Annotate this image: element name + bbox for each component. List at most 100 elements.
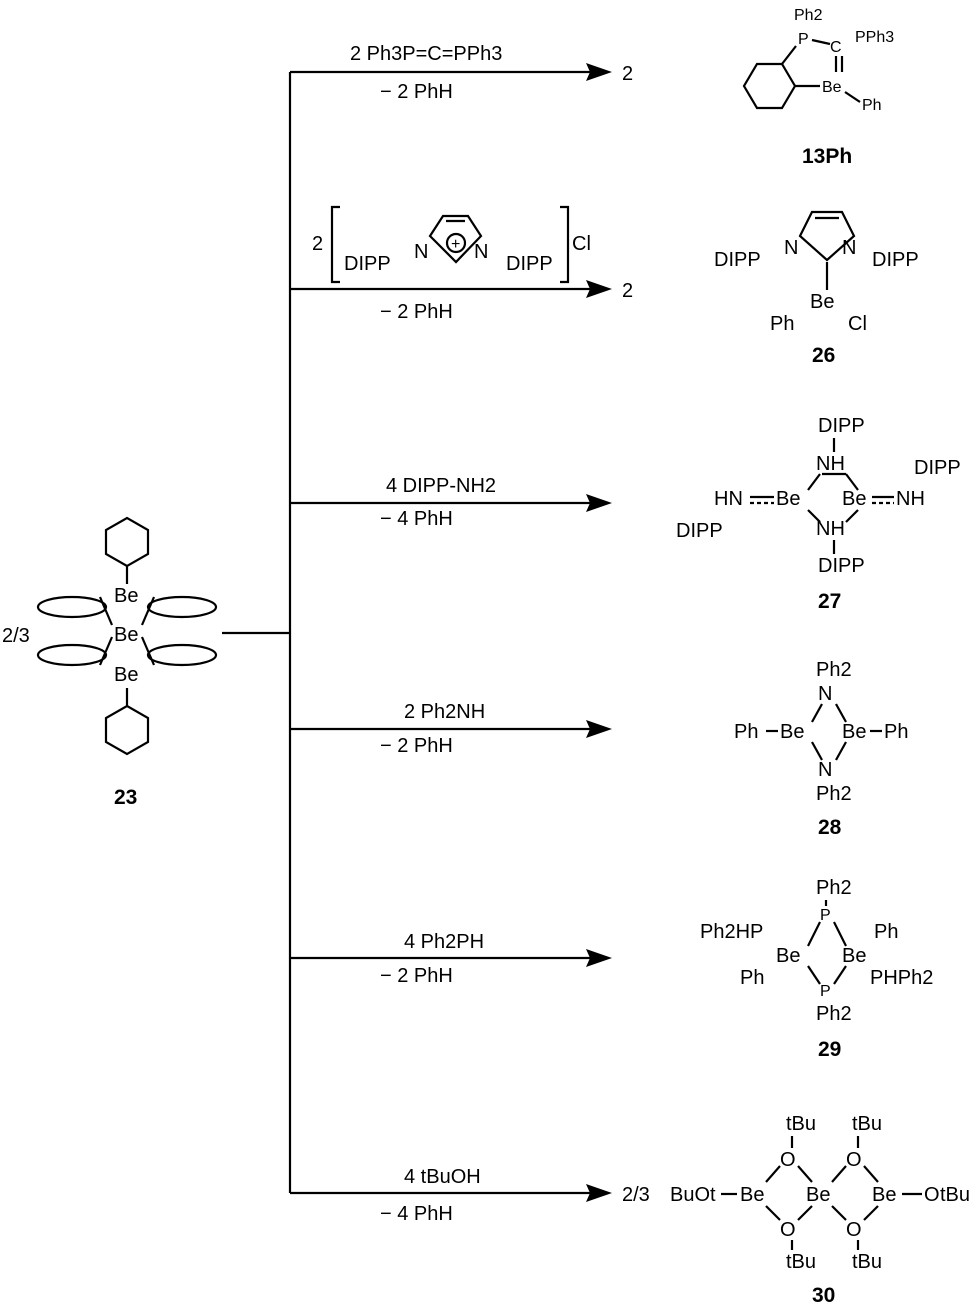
atom-be-right: Be [842,721,866,743]
atom-o: O [846,1149,862,1171]
bond [845,473,859,491]
be-atom-bottom: Be [114,664,138,686]
atom-tbu: tBu [852,1113,882,1135]
bond [807,509,821,523]
atom-ph2-top: Ph2 [816,659,852,681]
phenyl-ring-edge [146,643,218,667]
arrowhead [586,949,612,967]
atom-tbu: tBu [852,1251,882,1273]
atom-buot: BuOt [670,1184,716,1206]
arrowhead [586,1184,612,1202]
atom-be-right: Be [842,488,866,510]
bond [797,1165,813,1183]
be-atom-top: Be [114,585,138,607]
arrowhead [586,280,612,298]
atom-ph-right: Ph [884,721,908,743]
reaction-6: 4 tBuOH − 4 PhH 2/3 tBu tBu O O BuOt Be … [290,1113,970,1306]
atom-be-right: Be [842,945,866,967]
bond [781,45,797,65]
atom-be-left: Be [780,721,804,743]
product-coefficient: 2 [622,280,633,302]
reagent-label: 2 Ph2NH [404,701,485,723]
atom-phph2: PHPh2 [870,967,933,989]
atom-dipp-bottom: DIPP [818,555,865,577]
bond [765,1165,781,1183]
atom-dipp-left: DIPP [676,520,723,542]
compound-number-26: 26 [812,344,835,367]
atom-o: O [780,1149,796,1171]
atom-dipp-right: DIPP [872,249,919,271]
atom-be: Be [810,291,834,313]
atom-p-bottom: P [820,983,831,1000]
compound-number-28: 28 [818,816,842,839]
atom-tbu: tBu [940,1184,970,1206]
reagent-label: 4 DIPP-NH2 [386,475,496,497]
imidazole-ring [798,210,856,262]
bond [98,596,114,626]
reactant-coefficient: 2/3 [2,625,30,647]
reagent-dipp-right: DIPP [506,253,553,275]
byproduct-label: − 2 PhH [380,735,453,757]
compound-number-27: 27 [818,590,841,613]
atom-be-left: Be [776,945,800,967]
atom-hn: HN [714,488,743,510]
byproduct-label: − 4 PhH [380,508,453,530]
bond [765,1205,781,1221]
atom-be: Be [872,1184,896,1206]
bond [811,741,823,761]
plus-charge-circle [445,232,467,254]
branch-lines [222,72,292,1193]
bond [844,91,861,103]
atom-n-bottom: N [818,759,832,781]
bracket-right [560,205,570,284]
bond [835,703,847,723]
product-coefficient: 2/3 [622,1184,650,1206]
atom-o: O [780,1219,796,1241]
bond [863,1165,879,1183]
bracket-left [330,205,340,284]
bond [831,1205,847,1221]
byproduct-label: − 2 PhH [380,81,453,103]
bond [797,1205,813,1221]
reagent-label: 2 Ph3P=C=PPh3 [350,43,502,65]
atom-ph2-bottom: Ph2 [816,783,852,805]
atom-dipp: DIPP [818,415,865,437]
atom-n-left: N [784,237,798,259]
reaction-5: 4 Ph2PH − 2 PhH Ph2 P Ph2HP Be Be Ph Ph … [290,877,933,1061]
bond [807,921,821,947]
bond [833,921,847,947]
atom-p: P [798,31,809,48]
byproduct-label: − 2 PhH [380,301,453,323]
atom-nh-right: NH [896,488,925,510]
arrowhead [586,720,612,738]
reagent-counterion: Cl [572,233,591,255]
atom-nh: NH [816,453,845,475]
reagent-label: 4 tBuOH [404,1166,481,1188]
atom-c: C [830,39,842,56]
bond [845,509,859,523]
phenyl-ring [104,704,150,756]
bond [807,473,821,491]
bond [835,741,847,761]
compound-number-29: 29 [818,1038,841,1061]
benzo-ring [742,62,797,110]
atom-o: O [846,1219,862,1241]
reagent-label: 4 Ph2PH [404,931,484,953]
atom-ph2hp: Ph2HP [700,921,763,943]
reagent-coefficient: 2 [312,233,323,255]
compound-number-23: 23 [114,786,137,809]
atom-ph2-top: Ph2 [816,877,852,899]
byproduct-label: − 4 PhH [380,1203,453,1225]
bond [831,1165,847,1183]
atom-tbu: tBu [786,1251,816,1273]
arrowhead [586,63,612,81]
atom-n-top: N [818,683,832,705]
bond [140,596,156,626]
atom-be: Be [822,79,842,96]
arrowhead [586,494,612,512]
bond [140,636,156,666]
compound-number-30: 30 [812,1284,835,1306]
atom-ph-left: Ph [740,967,764,989]
atom-ph: Ph [862,97,882,114]
